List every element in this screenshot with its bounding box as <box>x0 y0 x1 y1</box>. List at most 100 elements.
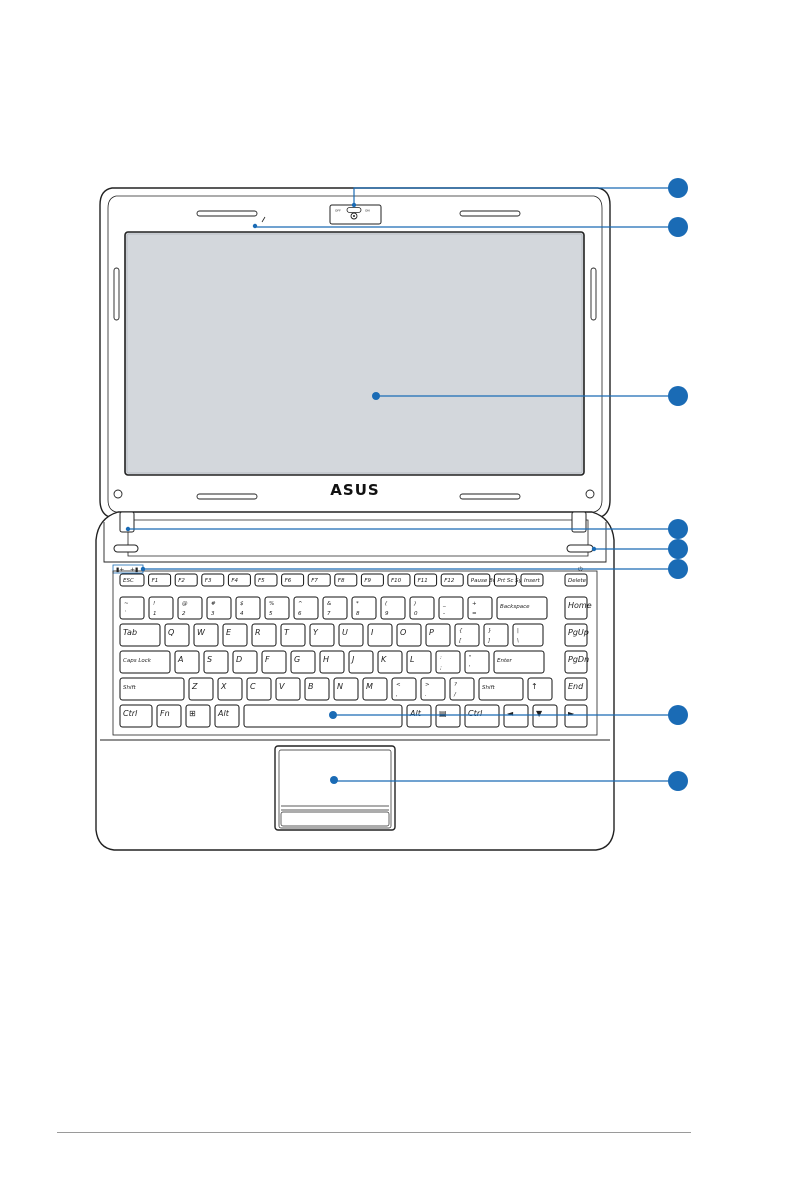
key-◄[interactable]: ◄ <box>503 704 529 728</box>
key-y[interactable]: Y <box>309 623 335 647</box>
power-button[interactable] <box>566 544 594 553</box>
key-q[interactable]: Q <box>164 623 190 647</box>
key-esc[interactable]: ESC <box>119 573 145 587</box>
key-k[interactable]: K <box>377 650 403 674</box>
key-$-4[interactable]: $4 <box>235 596 261 620</box>
key-d[interactable]: D <box>232 650 258 674</box>
key-h[interactable]: H <box>319 650 345 674</box>
key-s[interactable]: S <box>203 650 229 674</box>
key-?-/[interactable]: ?/ <box>449 677 475 701</box>
key-<-,[interactable]: <, <box>391 677 417 701</box>
key-pgup[interactable]: PgUp <box>564 623 589 647</box>
key-label: ↑ <box>531 682 538 691</box>
key-f9[interactable]: F9 <box>360 573 384 587</box>
key-l[interactable]: L <box>406 650 432 674</box>
key-f12[interactable]: F12 <box>440 573 464 587</box>
key-fn[interactable]: Fn <box>156 704 182 728</box>
key-*-8[interactable]: *8 <box>351 596 377 620</box>
key-!-1[interactable]: !1 <box>148 596 174 620</box>
key-f5[interactable]: F5 <box>254 573 278 587</box>
key-f2[interactable]: F2 <box>174 573 198 587</box>
key-f[interactable]: F <box>261 650 287 674</box>
key-⊞[interactable]: ⊞ <box>185 704 211 728</box>
callout-anchor <box>252 223 258 229</box>
key-f11[interactable]: F11 <box>414 573 438 587</box>
key-j[interactable]: J <box>348 650 374 674</box>
key-label: Shift <box>123 685 136 691</box>
key-►[interactable]: ► <box>564 704 588 728</box>
key-prt-sc-sysrq[interactable]: Prt Sc SysRq <box>493 573 533 587</box>
key-f6[interactable]: F6 <box>281 573 305 587</box>
key-pause-break[interactable]: Pause Break <box>467 573 506 587</box>
key-+-=[interactable]: += <box>467 596 493 620</box>
key-c[interactable]: C <box>246 677 272 701</box>
key-label: : <box>440 655 442 661</box>
key->-.[interactable]: >. <box>420 677 446 701</box>
key-_--[interactable]: _- <box>438 596 464 620</box>
key-tab[interactable]: Tab <box>119 623 161 647</box>
key-a[interactable]: A <box>174 650 200 674</box>
key-alt[interactable]: Alt <box>406 704 432 728</box>
key-x[interactable]: X <box>217 677 243 701</box>
key-end[interactable]: End <box>564 677 588 701</box>
key-enter[interactable]: Enter <box>493 650 545 674</box>
key-alt[interactable]: Alt <box>214 704 240 728</box>
key-▼[interactable]: ▼ <box>532 704 558 728</box>
key-f10[interactable]: F10 <box>387 573 411 587</box>
key-p[interactable]: P <box>425 623 451 647</box>
key-z[interactable]: Z <box>188 677 214 701</box>
key-home[interactable]: Home <box>564 596 592 620</box>
key-↑[interactable]: ↑ <box>527 677 553 701</box>
svg-text:ON: ON <box>365 209 370 213</box>
key-t[interactable]: T <box>280 623 306 647</box>
key-|-\[interactable]: |\ <box>512 623 544 647</box>
key-#-3[interactable]: #3 <box>206 596 232 620</box>
key-label: Caps Lock <box>123 658 152 664</box>
key-{-[[interactable]: {[ <box>454 623 480 647</box>
key-@-2[interactable]: @2 <box>177 596 203 620</box>
key-ctrl[interactable]: Ctrl <box>119 704 153 728</box>
key-g[interactable]: G <box>290 650 316 674</box>
key-f3[interactable]: F3 <box>201 573 225 587</box>
key-:-;[interactable]: :; <box>435 650 461 674</box>
key-label: F12 <box>444 578 455 584</box>
key-(-9[interactable]: (9 <box>380 596 406 620</box>
key-space[interactable] <box>243 704 403 728</box>
key-w[interactable]: W <box>193 623 219 647</box>
key-backspace[interactable]: Backspace <box>496 596 548 620</box>
key-}-][interactable]: }] <box>483 623 509 647</box>
key-label: P <box>429 628 434 637</box>
key-caps-lock[interactable]: Caps Lock <box>119 650 171 674</box>
key-pgdn[interactable]: PgDn <box>564 650 589 674</box>
key-b[interactable]: B <box>304 677 330 701</box>
key-shift[interactable]: Shift <box>478 677 524 701</box>
key-▤[interactable]: ▤ <box>435 704 461 728</box>
key-n[interactable]: N <box>333 677 359 701</box>
key-ctrl[interactable]: Ctrl <box>464 704 500 728</box>
key-%-5[interactable]: %5 <box>264 596 290 620</box>
key-r[interactable]: R <box>251 623 277 647</box>
key-delete[interactable]: Delete <box>564 573 588 587</box>
key-o[interactable]: O <box>396 623 422 647</box>
display-panel <box>124 231 585 476</box>
key-u[interactable]: U <box>338 623 364 647</box>
key-~-`[interactable]: ~` <box>119 596 145 620</box>
key-&-7[interactable]: &7 <box>322 596 348 620</box>
key-v[interactable]: V <box>275 677 301 701</box>
key-m[interactable]: M <box>362 677 388 701</box>
key-f7[interactable]: F7 <box>307 573 331 587</box>
key-^-6[interactable]: ^6 <box>293 596 319 620</box>
key-"-'[interactable]: "' <box>464 650 490 674</box>
key-insert[interactable]: Insert <box>520 573 544 587</box>
key-e[interactable]: E <box>222 623 248 647</box>
key-f1[interactable]: F1 <box>148 573 172 587</box>
key-label: % <box>269 601 274 607</box>
key-f4[interactable]: F4 <box>227 573 251 587</box>
key-f8[interactable]: F8 <box>334 573 358 587</box>
key-)-0[interactable]: )0 <box>409 596 435 620</box>
key-label: F3 <box>205 578 212 584</box>
key-i[interactable]: I <box>367 623 393 647</box>
key-shift[interactable]: Shift <box>119 677 185 701</box>
touchpad[interactable] <box>274 745 396 831</box>
